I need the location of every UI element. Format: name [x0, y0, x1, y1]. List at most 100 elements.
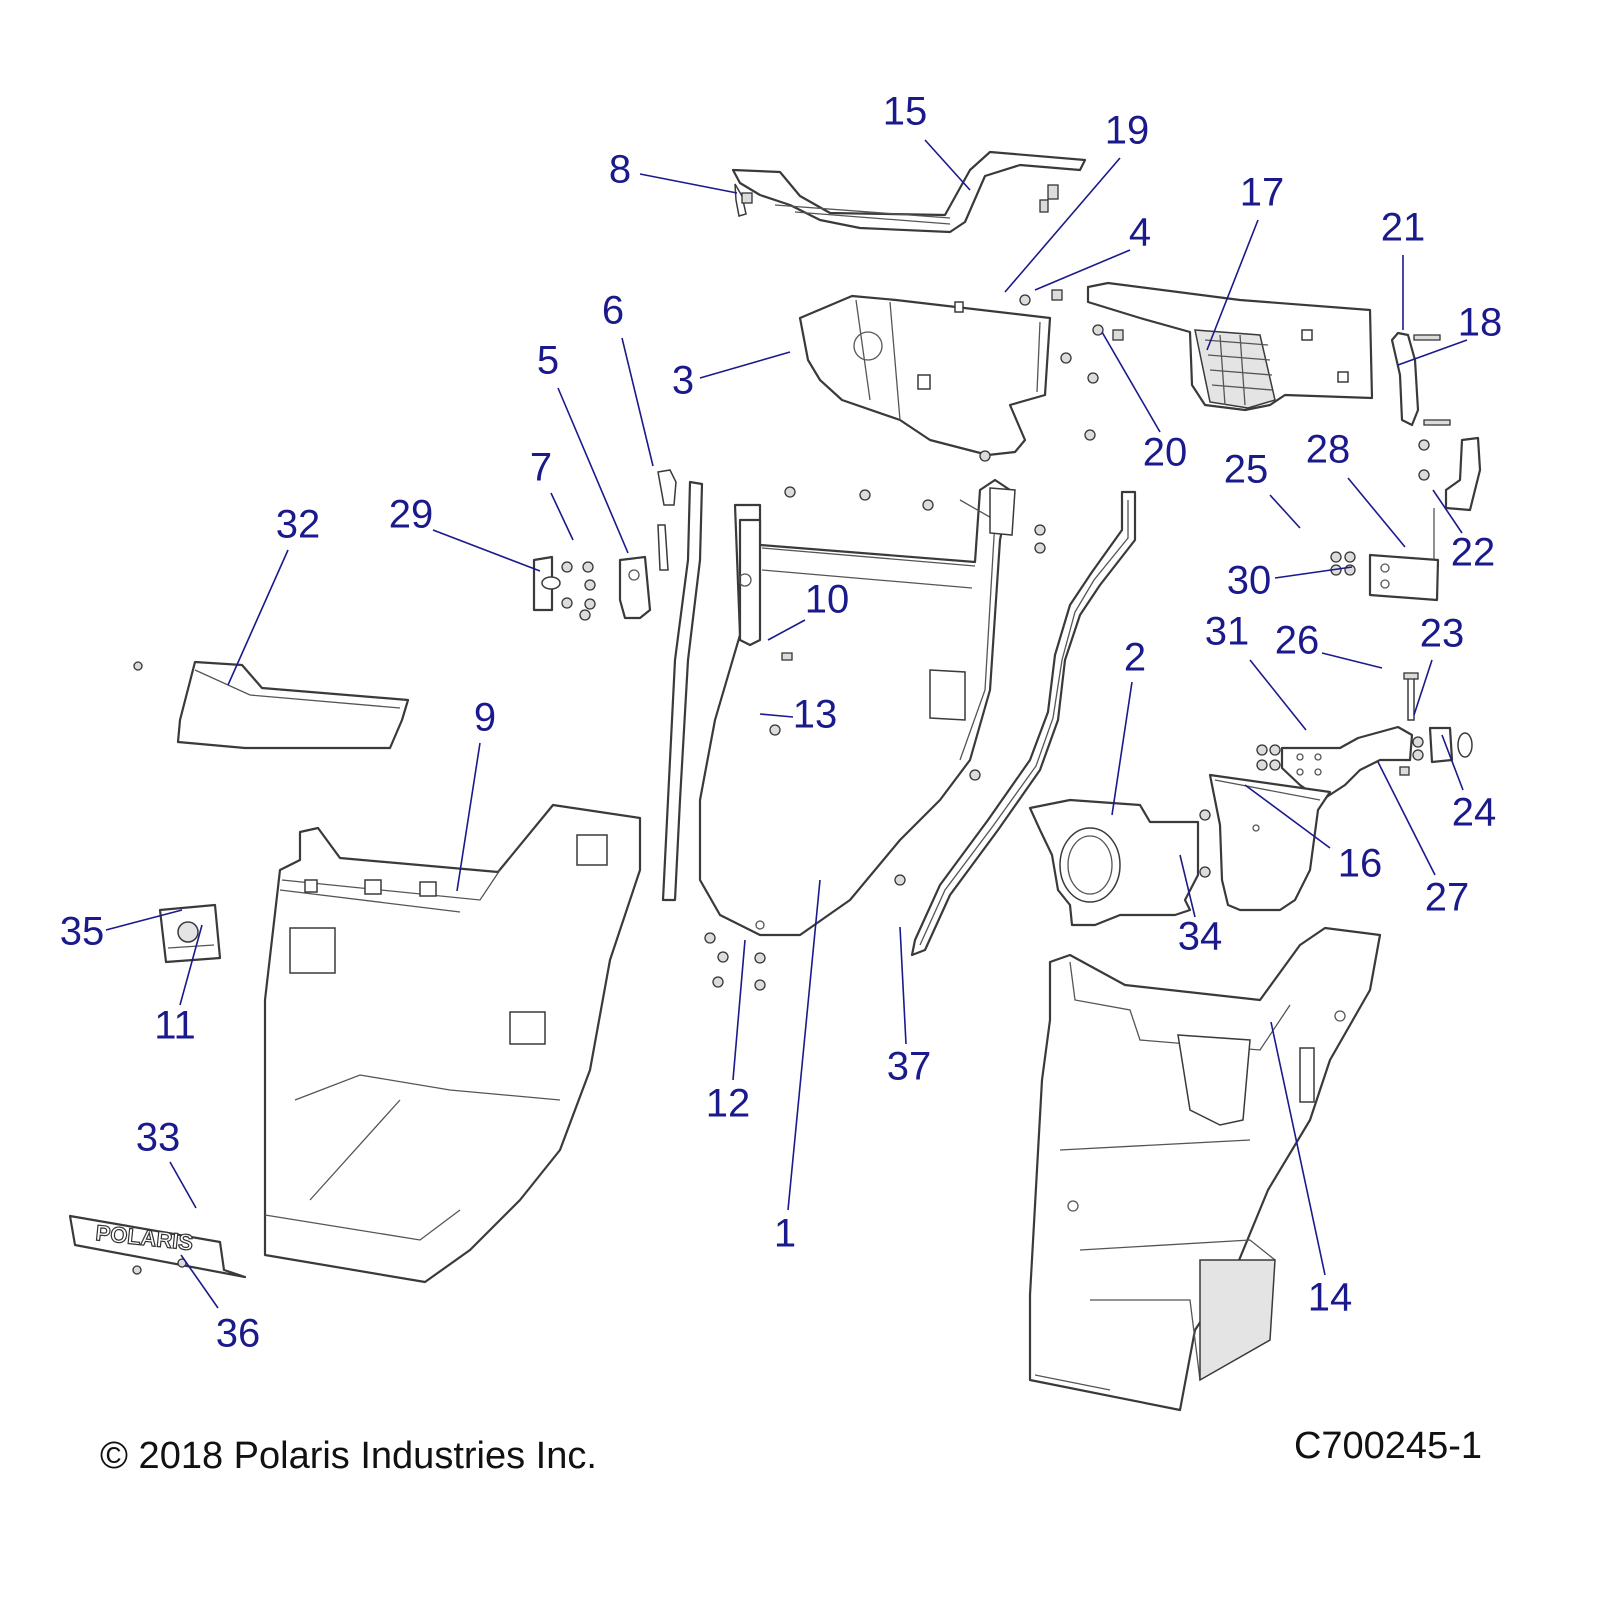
part-32-armrest-trim [133, 660, 410, 750]
part-14-inner-door-panel [1028, 926, 1382, 1412]
callout-32: 32 [276, 503, 321, 547]
callout-24: 24 [1452, 791, 1497, 835]
leader-line [1274, 566, 1353, 579]
part-9-outer-door-panel [263, 803, 642, 1284]
part-27-clip [1399, 766, 1410, 776]
part-26-hinge-pin [1403, 672, 1419, 721]
part-30-plate [1368, 553, 1440, 602]
leader-line [1206, 219, 1259, 351]
callout-37: 37 [887, 1045, 932, 1089]
leader-lines [105, 139, 1468, 1309]
part-35-door-handle [158, 903, 222, 964]
part-15-upper-door-cap [731, 150, 1087, 234]
part-31-hinge-bracket [1256, 725, 1414, 802]
leader-line [180, 1254, 219, 1309]
leader-line [1249, 659, 1307, 731]
part-4-nut [1051, 289, 1063, 301]
leader-line [787, 879, 821, 1211]
callout-2: 2 [1124, 636, 1146, 680]
part-7-screws [561, 561, 596, 621]
leader-line [227, 549, 289, 686]
callout-12: 12 [706, 1082, 751, 1126]
part-20-nuts [1060, 324, 1124, 384]
leader-line [1432, 489, 1463, 534]
part-37-seal-strip [910, 490, 1137, 957]
part-33-lower-trim: POLARIS [68, 1214, 247, 1279]
leader-line [924, 139, 971, 191]
callout-8: 8 [609, 148, 631, 192]
callout-28: 28 [1306, 428, 1351, 472]
leader-line [1377, 761, 1436, 876]
callout-35: 35 [60, 910, 105, 954]
leader-line [1441, 734, 1464, 791]
callout-27: 27 [1425, 876, 1470, 920]
part-6-window-seal [657, 469, 704, 902]
leader-line [732, 939, 746, 1081]
callout-1: 1 [774, 1212, 796, 1256]
part-19-fastener [1019, 294, 1031, 306]
leader-line [1004, 157, 1121, 293]
callout-20: 20 [1143, 431, 1188, 475]
leader-line [1101, 331, 1161, 433]
callout-5: 5 [537, 339, 559, 383]
part-29-striker [532, 555, 561, 612]
leader-line [639, 173, 738, 194]
leader-line [1413, 659, 1433, 716]
leader-line [169, 1161, 197, 1209]
leader-line [105, 909, 183, 931]
callout-26: 26 [1275, 619, 1320, 663]
part-1-door-frame [698, 478, 1016, 937]
part-3-inner-panel [798, 294, 1052, 457]
callout-16: 16 [1338, 842, 1383, 886]
callout-6: 6 [602, 289, 624, 333]
callout-23: 23 [1420, 612, 1465, 656]
leader-line [550, 492, 574, 541]
callout-4: 4 [1129, 211, 1151, 255]
callout-11: 11 [154, 1004, 196, 1048]
leader-line [456, 742, 481, 892]
leader-line [621, 337, 654, 467]
callout-19: 19 [1105, 109, 1150, 153]
part-17-grille-bracket [1086, 281, 1374, 412]
leader-line [699, 351, 791, 379]
leader-line [1179, 854, 1196, 918]
callout-22: 22 [1451, 531, 1496, 575]
callout-33: 33 [136, 1116, 181, 1160]
leader-line [1034, 249, 1131, 291]
callout-14: 14 [1308, 1276, 1353, 1320]
leader-line [767, 619, 806, 641]
callout-30: 30 [1227, 559, 1272, 603]
leader-line [1347, 477, 1406, 548]
callout-labels: 1234567891011121314151617181920212223242… [60, 90, 1503, 1356]
leader-line [759, 713, 794, 718]
callout-31: 31 [1205, 610, 1250, 654]
callout-9: 9 [474, 696, 496, 740]
part-13-screw [769, 724, 781, 736]
part-5-latch [618, 524, 669, 620]
callout-13: 13 [793, 693, 838, 737]
callout-29: 29 [389, 493, 434, 537]
callout-3: 3 [672, 359, 694, 403]
leader-line [557, 387, 629, 554]
callout-36: 36 [216, 1312, 261, 1356]
copyright-notice: © 2018 Polaris Industries Inc. [100, 1435, 597, 1477]
leader-line [1321, 652, 1383, 669]
callout-18: 18 [1458, 301, 1503, 345]
leader-line [1269, 494, 1301, 529]
callout-15: 15 [883, 90, 928, 134]
part-8-clip [741, 192, 753, 204]
frame-push-clips [784, 429, 1096, 886]
leader-line [1397, 339, 1468, 366]
part-24-washer [1457, 732, 1473, 758]
part-22-vertical-bracket [1418, 436, 1482, 560]
callout-17: 17 [1240, 171, 1285, 215]
drawing-number: C700245-1 [1293, 1425, 1482, 1467]
leader-line [1111, 681, 1133, 816]
part-18-bracket [1390, 331, 1451, 427]
leader-line [432, 529, 541, 572]
callout-21: 21 [1381, 206, 1426, 250]
part-2-speaker-bracket [1028, 798, 1211, 927]
part-10-rivet [781, 652, 793, 661]
leader-line [179, 924, 203, 1006]
